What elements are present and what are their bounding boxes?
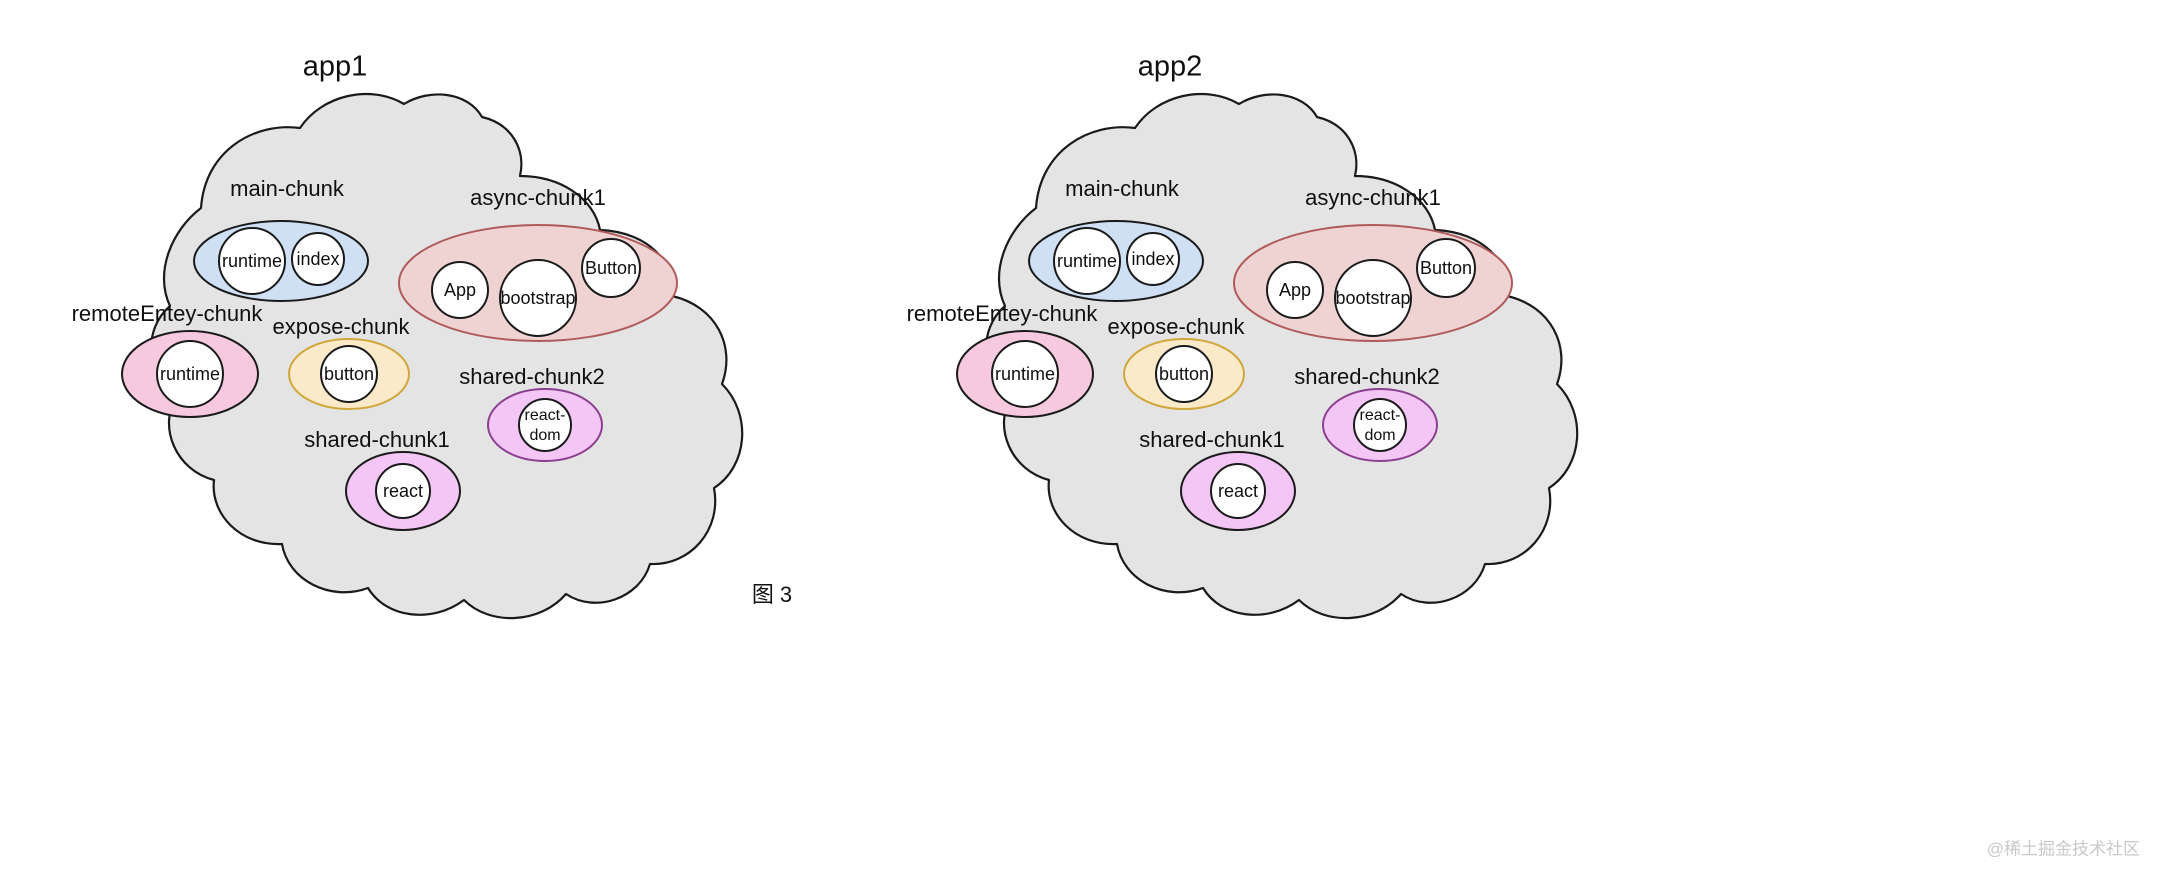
chunk-label: async-chunk1 [1305, 185, 1441, 210]
module-label: index [1131, 249, 1174, 269]
module-label: button [324, 364, 374, 384]
module-circle[interactable] [518, 398, 572, 452]
module-label: App [444, 280, 476, 300]
chunk-label: async-chunk1 [470, 185, 606, 210]
chunk-shared-chunk1[interactable]: shared-chunk1 react [304, 427, 461, 531]
module-label: App [1279, 280, 1311, 300]
module-label: runtime [995, 364, 1055, 384]
module-circle[interactable] [291, 232, 345, 286]
chunk-label: remoteEntey-chunk [72, 301, 264, 326]
chunk-label: expose-chunk [1108, 314, 1246, 339]
chunk-label: remoteEntey-chunk [907, 301, 1099, 326]
module-circle[interactable] [431, 261, 489, 319]
module-circle[interactable] [1266, 261, 1324, 319]
module-label: bootstrap [1335, 288, 1410, 308]
module-label: react [383, 481, 423, 501]
module-label: runtime [222, 251, 282, 271]
chunk-label: shared-chunk2 [1294, 364, 1440, 389]
module-circle[interactable] [1210, 463, 1266, 519]
app-group-2: app2 main-chunk runtime index async-chun… [907, 51, 1579, 620]
chunk-label: expose-chunk [273, 314, 411, 339]
module-label: index [296, 249, 339, 269]
chunk-label: main-chunk [230, 176, 345, 201]
chunk-async-chunk1[interactable]: async-chunk1 App bootstrap Button [1233, 185, 1513, 342]
module-label: button [1159, 364, 1209, 384]
module-circle[interactable] [1053, 227, 1121, 295]
module-label: bootstrap [500, 288, 575, 308]
module-label: react- [1360, 407, 1401, 424]
chunk-label: shared-chunk2 [459, 364, 605, 389]
chunk-expose-chunk[interactable]: expose-chunk button [273, 314, 411, 410]
chunk-shared-chunk1[interactable]: shared-chunk1 react [1139, 427, 1296, 531]
watermark: @稀土掘金技术社区 [1987, 839, 2140, 858]
module-circle[interactable] [499, 259, 577, 337]
module-label: Button [1420, 258, 1472, 278]
module-circle[interactable] [1334, 259, 1412, 337]
module-circle[interactable] [1416, 238, 1476, 298]
module-circle[interactable] [375, 463, 431, 519]
module-circle[interactable] [1126, 232, 1180, 286]
chunk-label: main-chunk [1065, 176, 1180, 201]
chunk-remoteEntey-chunk[interactable]: remoteEntey-chunk runtime [72, 301, 264, 418]
module-label: runtime [160, 364, 220, 384]
module-circle[interactable] [156, 340, 224, 408]
app-group-1: app1 main-chunk runtime index async-chun… [72, 51, 744, 620]
app-title: app2 [1138, 51, 1203, 83]
module-label: runtime [1057, 251, 1117, 271]
module-circle[interactable] [320, 345, 378, 403]
chunk-remoteEntey-chunk[interactable]: remoteEntey-chunk runtime [907, 301, 1099, 418]
chunk-expose-chunk[interactable]: expose-chunk button [1108, 314, 1246, 410]
chunk-main-chunk[interactable]: main-chunk runtime index [1028, 176, 1204, 302]
chunk-shared-chunk2[interactable]: shared-chunk2 react- dom [459, 364, 605, 462]
figure-caption: 图 3 [752, 582, 792, 607]
chunk-main-chunk[interactable]: main-chunk runtime index [193, 176, 369, 302]
chunk-label: shared-chunk1 [304, 427, 450, 452]
chunk-label: shared-chunk1 [1139, 427, 1285, 452]
module-label: react- [525, 407, 566, 424]
module-circle[interactable] [581, 238, 641, 298]
module-label-line2: dom [1364, 427, 1395, 444]
module-circle[interactable] [1353, 398, 1407, 452]
module-label: Button [585, 258, 637, 278]
module-circle[interactable] [991, 340, 1059, 408]
chunk-async-chunk1[interactable]: async-chunk1 App bootstrap Button [398, 185, 678, 342]
module-label-line2: dom [529, 427, 560, 444]
module-label: react [1218, 481, 1258, 501]
module-circle[interactable] [218, 227, 286, 295]
app-title: app1 [303, 51, 368, 83]
chunk-shared-chunk2[interactable]: shared-chunk2 react- dom [1294, 364, 1440, 462]
module-circle[interactable] [1155, 345, 1213, 403]
